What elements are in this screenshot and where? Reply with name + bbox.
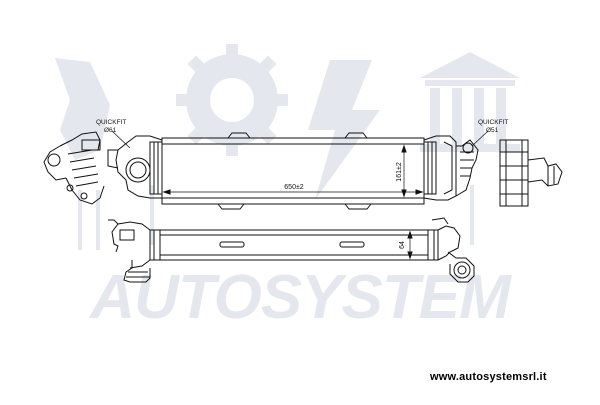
watermark-bolt	[308, 60, 380, 200]
core-depth-label: 64	[399, 241, 406, 249]
watermark-stripes	[78, 185, 474, 250]
core-depth-dimension	[407, 230, 413, 260]
core-height-label: 161±2	[396, 162, 403, 182]
core-length-label: 650±2	[284, 184, 304, 191]
left-hose-top	[43, 131, 105, 205]
core-length-dimension	[162, 189, 424, 195]
core-top-outline	[161, 137, 425, 205]
left-port-ring	[125, 157, 151, 183]
left-tank-top	[107, 135, 163, 199]
right-callout-leader	[471, 130, 489, 147]
watermark-figure-left	[55, 58, 110, 160]
watermark-brand: AUTOSYSTEM	[88, 263, 512, 332]
right-outlet-ring	[453, 261, 471, 279]
left-callout-diameter: Ø61	[104, 127, 117, 134]
intercooler-top-view	[43, 130, 563, 210]
core-height-dimension	[401, 144, 407, 198]
intercooler-side-view	[108, 217, 475, 283]
right-tank-top	[423, 135, 457, 201]
right-end-side	[427, 217, 475, 283]
watermark	[55, 44, 520, 250]
left-callout-leader	[111, 130, 131, 149]
left-end-side	[108, 219, 161, 283]
right-hose-top	[455, 139, 479, 197]
right-end-bracket	[499, 139, 563, 207]
website-url[interactable]: www.autosystemsrl.it	[430, 371, 547, 383]
left-callout-type: QUICKFIT	[96, 119, 126, 126]
watermark-gear	[176, 44, 288, 156]
right-callout-type: QUICKFIT	[478, 119, 508, 126]
right-callout-diameter: Ø51	[486, 127, 499, 134]
watermark-temple	[420, 52, 520, 152]
